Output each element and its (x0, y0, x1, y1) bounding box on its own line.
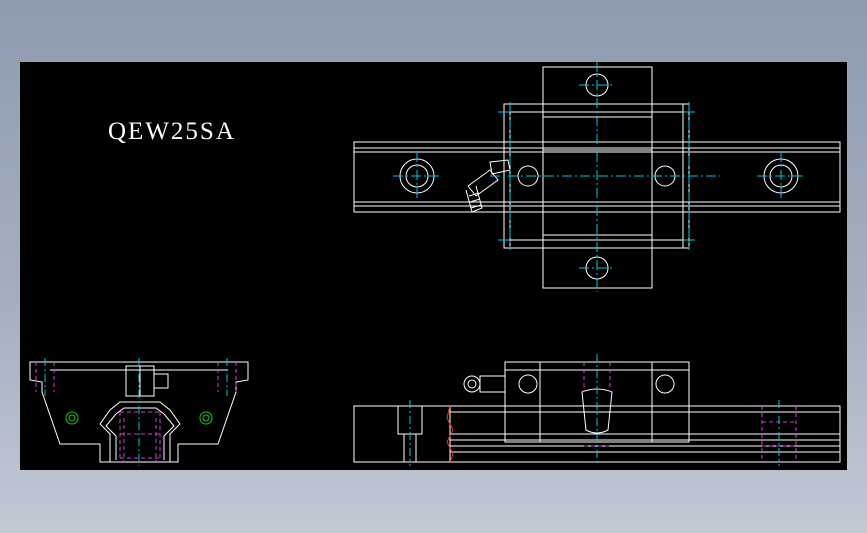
top-view (353, 62, 841, 292)
corner-marks (498, 111, 695, 241)
centerlines-side (409, 354, 780, 466)
grease-nipple-top (465, 159, 511, 213)
side-view (353, 354, 841, 466)
front-section-view (29, 358, 249, 466)
drawing-title: QEW25SA (108, 118, 236, 145)
thread-holes-front (65, 411, 213, 425)
hidden-lines-front (35, 362, 237, 462)
cad-drawing: QEW25SA (29, 62, 841, 466)
cad-viewport[interactable]: QEW25SA (20, 62, 847, 470)
centerlines-front (44, 358, 228, 466)
centerlines-top (393, 62, 805, 292)
